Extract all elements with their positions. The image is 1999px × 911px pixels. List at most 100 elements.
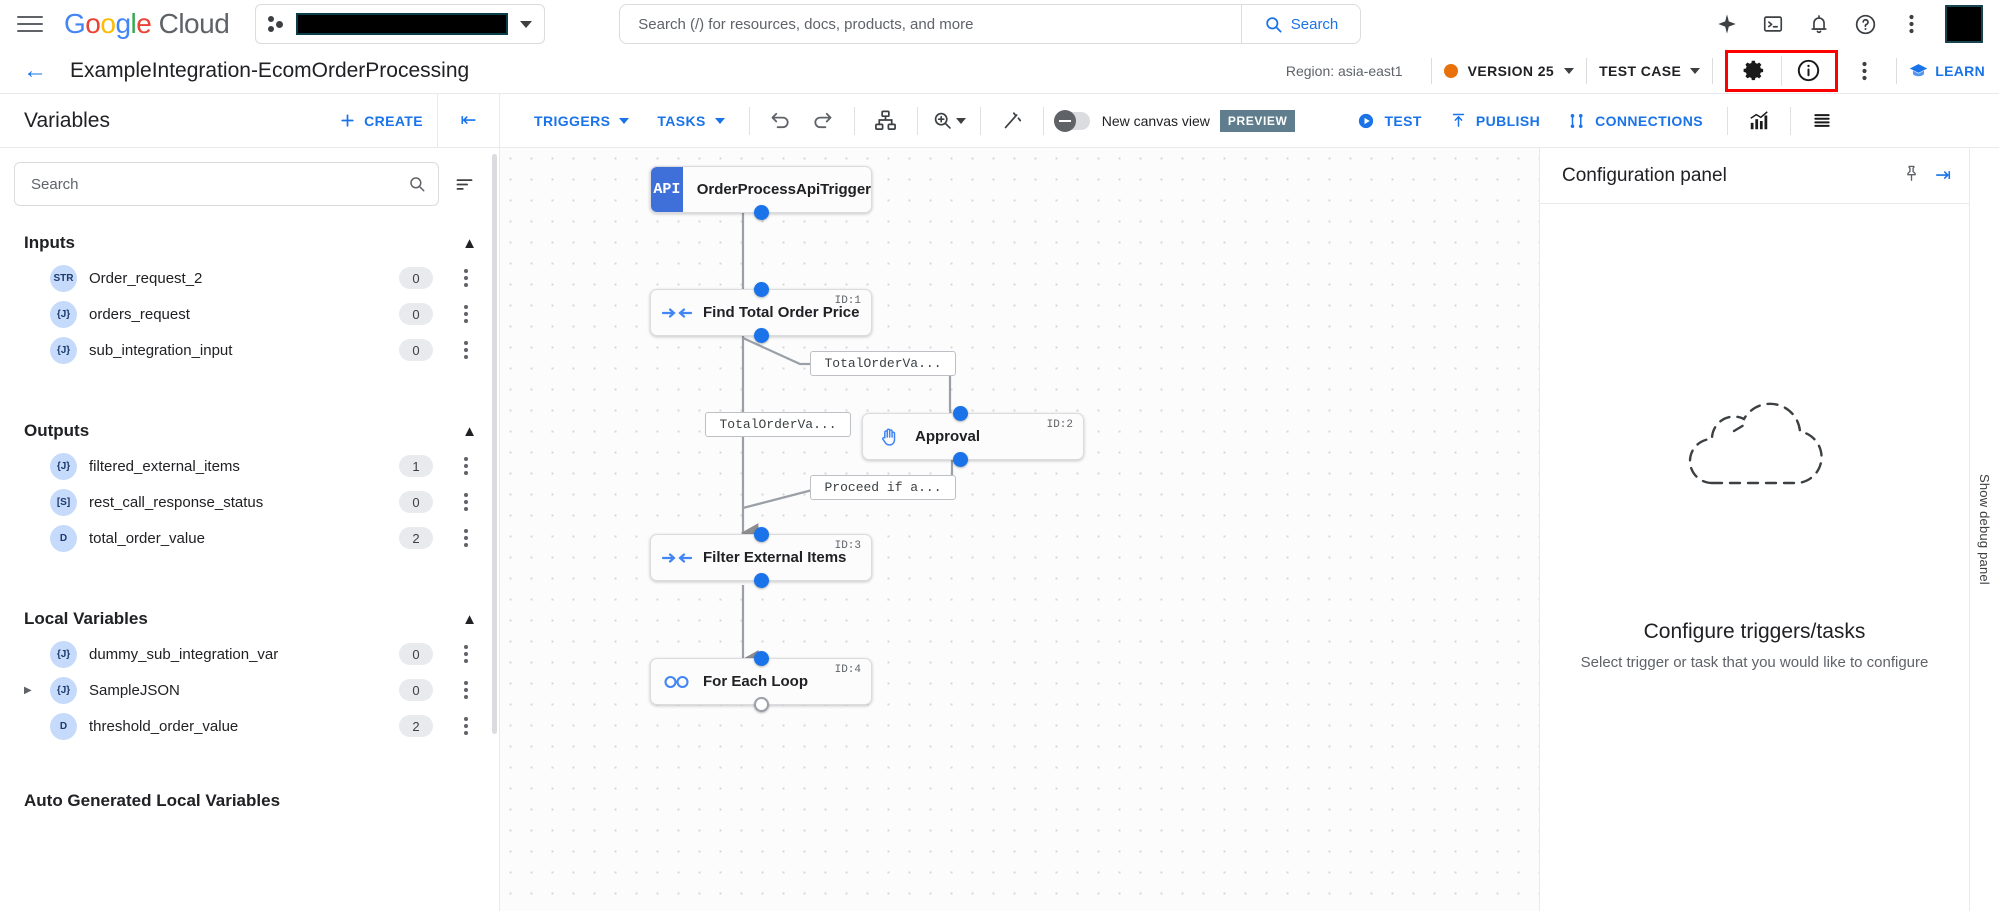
group-header[interactable]: Outputs ▲ [0,414,499,448]
help-question-icon[interactable] [1845,4,1885,44]
redo-icon[interactable] [802,100,844,142]
gear-icon[interactable] [1728,52,1781,90]
list-item[interactable]: D threshold_order_value 2 [0,708,499,744]
analytics-chart-icon[interactable] [1738,100,1780,142]
node-input-port[interactable] [754,527,769,542]
chevron-up-icon[interactable]: ▲ [462,610,477,628]
node-output-port[interactable] [754,573,769,588]
triggers-menu[interactable]: TRIGGERS [520,113,643,129]
row-more-icon[interactable] [455,529,477,547]
configuration-panel-actions: ⇥ [1902,164,1951,188]
pin-icon[interactable] [1902,164,1921,188]
test-case-selector[interactable]: TEST CASE [1599,62,1701,79]
back-arrow-icon[interactable]: ← [23,56,47,84]
collapse-left-icon[interactable]: ⇤ [437,94,499,147]
graph-node-for-each-loop[interactable]: For Each Loop ID:4 [650,651,872,712]
chevron-up-icon[interactable]: ▲ [462,422,477,440]
publish-button[interactable]: PUBLISH [1436,112,1554,129]
graph-node-trigger[interactable]: API OrderProcessApiTrigger [650,166,872,220]
group-header[interactable]: Inputs ▲ [0,226,499,260]
group-header[interactable]: Local Variables ▲ [0,602,499,636]
new-canvas-view-toggle[interactable] [1053,109,1090,132]
tasks-menu[interactable]: TASKS [643,113,738,129]
list-view-icon[interactable] [1801,100,1843,142]
variables-search-input[interactable] [31,175,408,193]
graph-node-approval[interactable]: Approval ID:2 [862,406,1084,467]
row-more-icon[interactable] [455,305,477,323]
notifications-bell-icon[interactable] [1799,4,1839,44]
expand-right-icon[interactable]: ⇥ [1935,165,1951,186]
infinity-loop-icon [651,673,703,691]
cloud-shell-icon[interactable] [1753,4,1793,44]
node-output-port[interactable] [953,452,968,467]
row-more-icon[interactable] [455,717,477,735]
more-vert-icon[interactable] [1891,4,1931,44]
list-item[interactable]: STR Order_request_2 0 [0,260,499,296]
row-more-icon[interactable] [455,493,477,511]
undo-icon[interactable] [760,100,802,142]
magic-wand-icon[interactable] [991,100,1033,142]
integration-graph[interactable]: API OrderProcessApiTrigger Find Total Or… [500,148,1539,911]
edge-label[interactable]: TotalOrderVa... [810,351,956,376]
divider [748,106,750,135]
hamburger-icon[interactable] [14,8,46,40]
list-item[interactable]: {J} filtered_external_items 1 [0,448,499,484]
test-button[interactable]: TEST [1343,112,1435,130]
edge-label[interactable]: Proceed if a... [810,475,956,500]
list-item[interactable]: {J} sub_integration_input 0 [0,332,499,368]
divider [1896,57,1898,84]
group-header[interactable]: Auto Generated Local Variables [0,784,499,818]
avatar[interactable] [1945,5,1983,43]
row-more-icon[interactable] [455,269,477,287]
row-more-icon[interactable] [455,457,477,475]
zoom-in-icon[interactable] [928,100,970,142]
row-more-icon[interactable] [455,645,477,663]
learn-button[interactable]: LEARN [1909,61,1985,80]
connections-button[interactable]: CONNECTIONS [1554,112,1717,130]
variable-name: threshold_order_value [89,717,239,735]
graph-node-filter-external-items[interactable]: Filter External Items ID:3 [650,527,872,588]
chevron-down-icon [1690,67,1701,74]
info-circle-icon[interactable] [1782,52,1835,90]
chevron-up-icon[interactable]: ▲ [462,234,477,252]
node-label: Filter External Items [703,549,847,566]
search-input[interactable] [620,5,1241,43]
node-input-port[interactable] [754,282,769,297]
create-variable-button[interactable]: CREATE [339,112,423,129]
node-input-port[interactable] [754,651,769,666]
list-item[interactable]: D total_order_value 2 [0,520,499,556]
search-button[interactable]: Search [1240,5,1361,43]
show-debug-panel-label[interactable]: Show debug panel [1977,474,1992,585]
test-case-label: TEST CASE [1599,62,1682,79]
group-title: Outputs [24,421,90,440]
variables-header: Variables CREATE ⇤ [0,94,499,148]
row-more-icon[interactable] [455,681,477,699]
expand-row-icon[interactable]: ▶ [24,684,32,696]
canvas-toolbar: TRIGGERS TASKS [500,94,1999,148]
google-cloud-logo[interactable]: Google Cloud [64,8,230,39]
auto-layout-icon[interactable] [865,100,907,142]
plus-icon [341,114,354,127]
list-item[interactable]: {J} dummy_sub_integration_var 0 [0,636,499,672]
edge-label[interactable]: TotalOrderVa... [705,412,851,437]
project-selector[interactable] [255,4,546,44]
graph-node-find-total-order-price[interactable]: Find Total Order Price ID:1 [650,282,872,343]
node-output-port[interactable] [754,328,769,343]
list-item[interactable]: [S] rest_call_response_status 0 [0,484,499,520]
debug-panel-rail[interactable]: Show debug panel [1969,148,1999,911]
more-vert-icon[interactable] [1844,51,1884,91]
node-input-port[interactable] [953,406,968,421]
node-output-port-open[interactable] [754,697,769,712]
sidebar-scrollbar[interactable] [492,154,497,734]
sort-icon[interactable] [451,171,477,197]
divider [853,106,855,135]
list-item[interactable]: ▶ {J} SampleJSON 0 [0,672,499,708]
list-item[interactable]: {J} orders_request 0 [0,296,499,332]
canvas-area: API OrderProcessApiTrigger Find Total Or… [500,148,1999,911]
node-output-port[interactable] [754,205,769,220]
divider [1726,106,1728,135]
row-more-icon[interactable] [455,341,477,359]
version-selector[interactable]: VERSION 25 [1443,63,1575,79]
data-mapping-icon [651,549,703,567]
gemini-spark-icon[interactable] [1707,4,1747,44]
